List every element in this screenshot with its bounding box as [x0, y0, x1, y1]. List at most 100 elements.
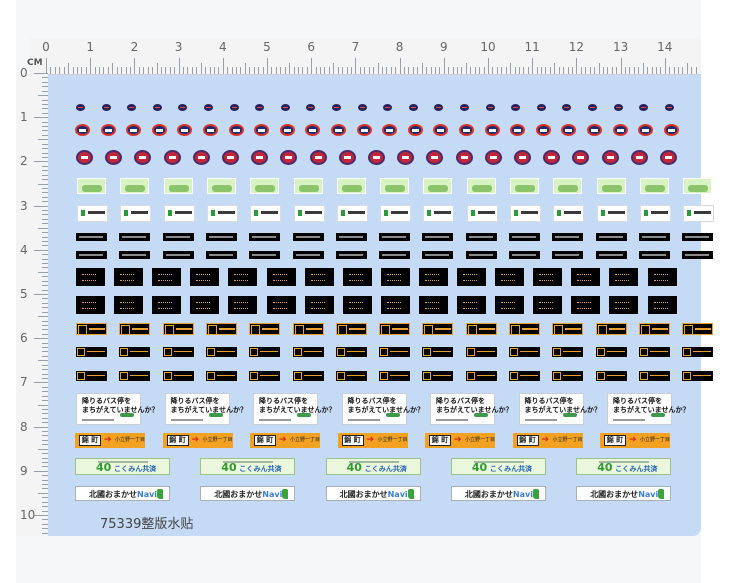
ruler-tick	[682, 67, 684, 74]
ruler-tick	[510, 63, 512, 74]
ruler-number-top: 8	[395, 40, 404, 54]
ruler-tick	[42, 431, 48, 433]
ruler-tick	[558, 67, 560, 74]
ruler-number-left: 6	[20, 331, 28, 346]
ruler-tick	[38, 448, 48, 450]
ruler-tick	[42, 347, 48, 349]
station-sign-decal: 錦 町➔小立野一丁目	[162, 433, 233, 448]
ruler-tick	[602, 67, 604, 74]
bus-stop-pin-decal	[101, 104, 111, 111]
led-display-decal	[342, 296, 372, 314]
bus-stop-notice-decal: 降りるバス停をまちがえていませんか？	[164, 393, 247, 425]
ruler-tick	[42, 258, 48, 260]
ruler-tick	[42, 302, 48, 304]
navi-prefix: 北國おまかせ	[214, 490, 263, 499]
destination-strip-decal	[249, 233, 281, 241]
bus-stop-badge-decal	[309, 150, 327, 165]
sign-destination: 小立野一丁目	[552, 437, 583, 443]
ruler-tick	[38, 404, 48, 406]
ruler-tick	[42, 320, 48, 322]
ruler-tick	[59, 67, 61, 74]
led-display-decal	[76, 268, 105, 286]
bus-stop-ring-decal	[433, 124, 449, 136]
ruler-tick	[34, 515, 48, 516]
ruler-tick	[42, 329, 48, 331]
ruler-tick	[38, 316, 48, 318]
ruler-tick	[576, 58, 578, 74]
bus-stop-pin-decal	[383, 104, 393, 111]
bus-stop-ring-decal	[151, 124, 167, 136]
bus-stop-ring-decal	[510, 124, 526, 136]
ruler-tick	[474, 67, 476, 74]
bus-stop-pin-decal	[178, 104, 188, 111]
bank-ad-decal	[510, 205, 541, 222]
notice-footer	[82, 419, 114, 421]
bus-stop-ring-decal	[587, 124, 602, 136]
green-ad-decal	[466, 178, 496, 194]
ruler-tick	[448, 67, 450, 74]
ruler-tick	[381, 67, 383, 74]
navi-prefix: 北國おまかせ	[464, 490, 513, 499]
ruler-number-left: 0	[20, 66, 28, 80]
navi-banner-decal: 北國おまかせNavi	[576, 486, 672, 501]
bank-ad-decal	[380, 205, 412, 222]
destination-strip-decal	[162, 233, 194, 241]
ruler-tick	[178, 58, 180, 74]
banner-number: 40	[471, 461, 488, 474]
green-ad-decal	[380, 178, 410, 194]
route-strip-decal	[682, 371, 714, 381]
route-number-decal	[638, 323, 670, 335]
ruler-tick	[545, 67, 547, 74]
led-display-decal	[380, 296, 410, 314]
bank-ad-decal	[683, 205, 715, 222]
ruler-tick	[315, 67, 317, 74]
ruler-tick	[42, 395, 48, 397]
ruler-tick	[34, 382, 48, 384]
green-ad-decal	[120, 178, 150, 194]
bus-stop-ring-decal	[254, 124, 270, 136]
route-strip-decal	[509, 371, 540, 381]
notice-text: 降りるバス停をまちがえていませんか？	[259, 397, 335, 415]
banner-fine-print	[473, 461, 524, 463]
ruler-tick	[541, 67, 543, 74]
ruler-tick	[611, 67, 613, 74]
navi-suffix: Navi	[137, 490, 158, 499]
green-ad-decal	[553, 178, 583, 194]
ruler-tick	[514, 67, 516, 74]
ruler-tick	[42, 413, 48, 415]
destination-strip-decal	[552, 233, 584, 241]
ruler-tick	[244, 63, 246, 74]
ruler-tick	[42, 152, 48, 154]
navi-banner-decal: 北國おまかせNavi	[200, 486, 296, 501]
ruler-tick	[42, 174, 48, 176]
bank-ad-decal	[163, 205, 195, 222]
ruler-number-top: 0	[42, 40, 50, 54]
ruler-tick	[660, 67, 662, 74]
route-strip-decal	[595, 371, 627, 381]
ruler-tick	[85, 67, 87, 74]
ruler-tick	[496, 67, 498, 74]
bus-stop-badge-decal	[455, 150, 473, 165]
walking-person-icon	[282, 489, 289, 499]
ruler-tick	[42, 143, 48, 145]
ruler-tick	[426, 67, 428, 74]
ruler-tick	[390, 67, 392, 74]
navi-prefix: 北國おまかせ	[339, 490, 388, 499]
sign-station-name: 錦 町	[604, 435, 626, 446]
destination-strip-decal	[638, 251, 670, 259]
arrow-right-icon: ➔	[104, 435, 112, 445]
notice-text: 降りるバス停をまちがえていませんか？	[171, 397, 247, 415]
ruler-tick	[532, 58, 534, 74]
ruler-tick	[125, 67, 127, 74]
ruler-tick	[42, 532, 48, 534]
ruler-tick	[42, 435, 48, 437]
bus-stop-notice-decal: 降りるバス停をまちがえていませんか？	[76, 393, 158, 425]
destination-strip-decal	[335, 233, 367, 241]
bus-stop-pin-decal	[280, 104, 290, 111]
ruler-tick	[655, 67, 657, 74]
green-ad-decal	[77, 178, 106, 194]
navi-banner-decal: 北國おまかせNavi	[450, 486, 546, 501]
ruler-number-top: 3	[174, 40, 183, 54]
bank-ad-decal	[336, 205, 368, 222]
